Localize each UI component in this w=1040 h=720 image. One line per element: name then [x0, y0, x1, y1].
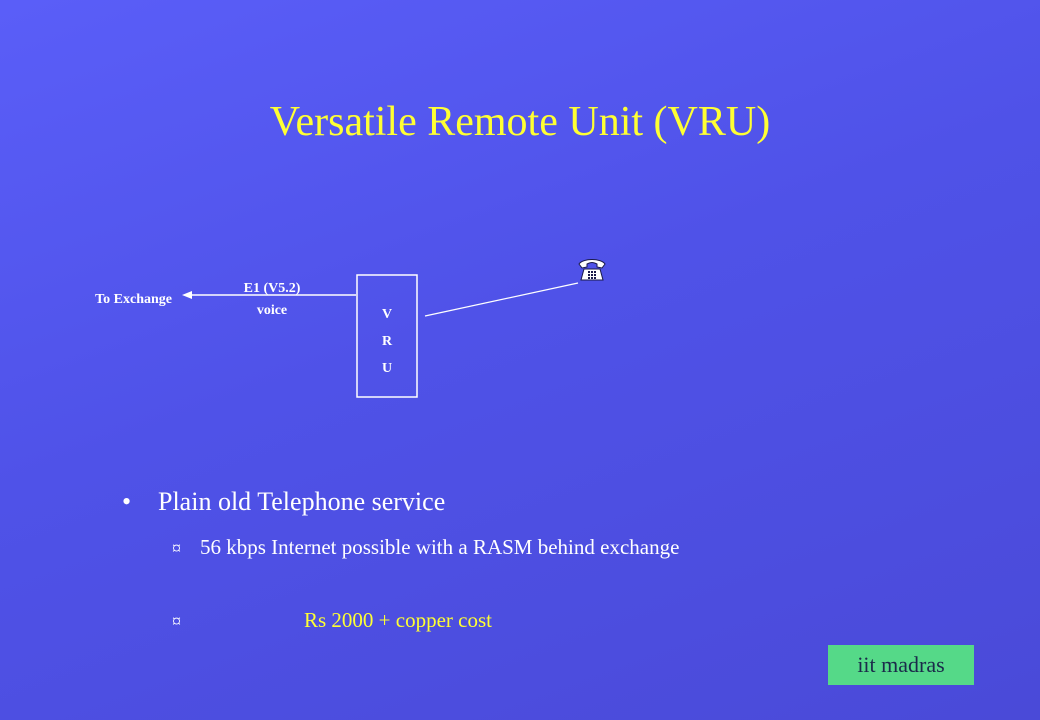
sub-bullet-cost: ¤ Rs 2000 + copper cost	[172, 608, 492, 633]
e1-link-arrowhead	[182, 291, 192, 299]
vru-box	[356, 274, 418, 398]
vru-letter-v: V	[382, 307, 392, 322]
telephone-icon	[578, 259, 606, 281]
bullet-pots: • Plain old Telephone service	[122, 487, 445, 517]
sub-bullet-cost-text: Rs 2000 + copper cost	[304, 608, 492, 632]
link-label-voice: voice	[257, 303, 287, 318]
vru-letter-r: R	[382, 334, 393, 349]
bullet-pots-text: Plain old Telephone service	[158, 487, 446, 516]
vru-letter-u: U	[382, 361, 392, 376]
sub-bullet-marker: ¤	[172, 538, 181, 558]
institution-badge: iit madras	[828, 645, 974, 685]
sub-bullet-marker: ¤	[172, 611, 181, 631]
subscriber-line	[424, 282, 579, 317]
sub-bullet-internet-text: 56 kbps Internet possible with a RASM be…	[200, 535, 680, 559]
bullet-marker: •	[122, 487, 132, 516]
sub-bullet-internet: ¤ 56 kbps Internet possible with a RASM b…	[172, 535, 679, 560]
slide-title: Versatile Remote Unit (VRU)	[269, 99, 771, 145]
link-label-e1: E1 (V5.2)	[244, 281, 301, 296]
to-exchange-label: To Exchange	[95, 292, 172, 307]
